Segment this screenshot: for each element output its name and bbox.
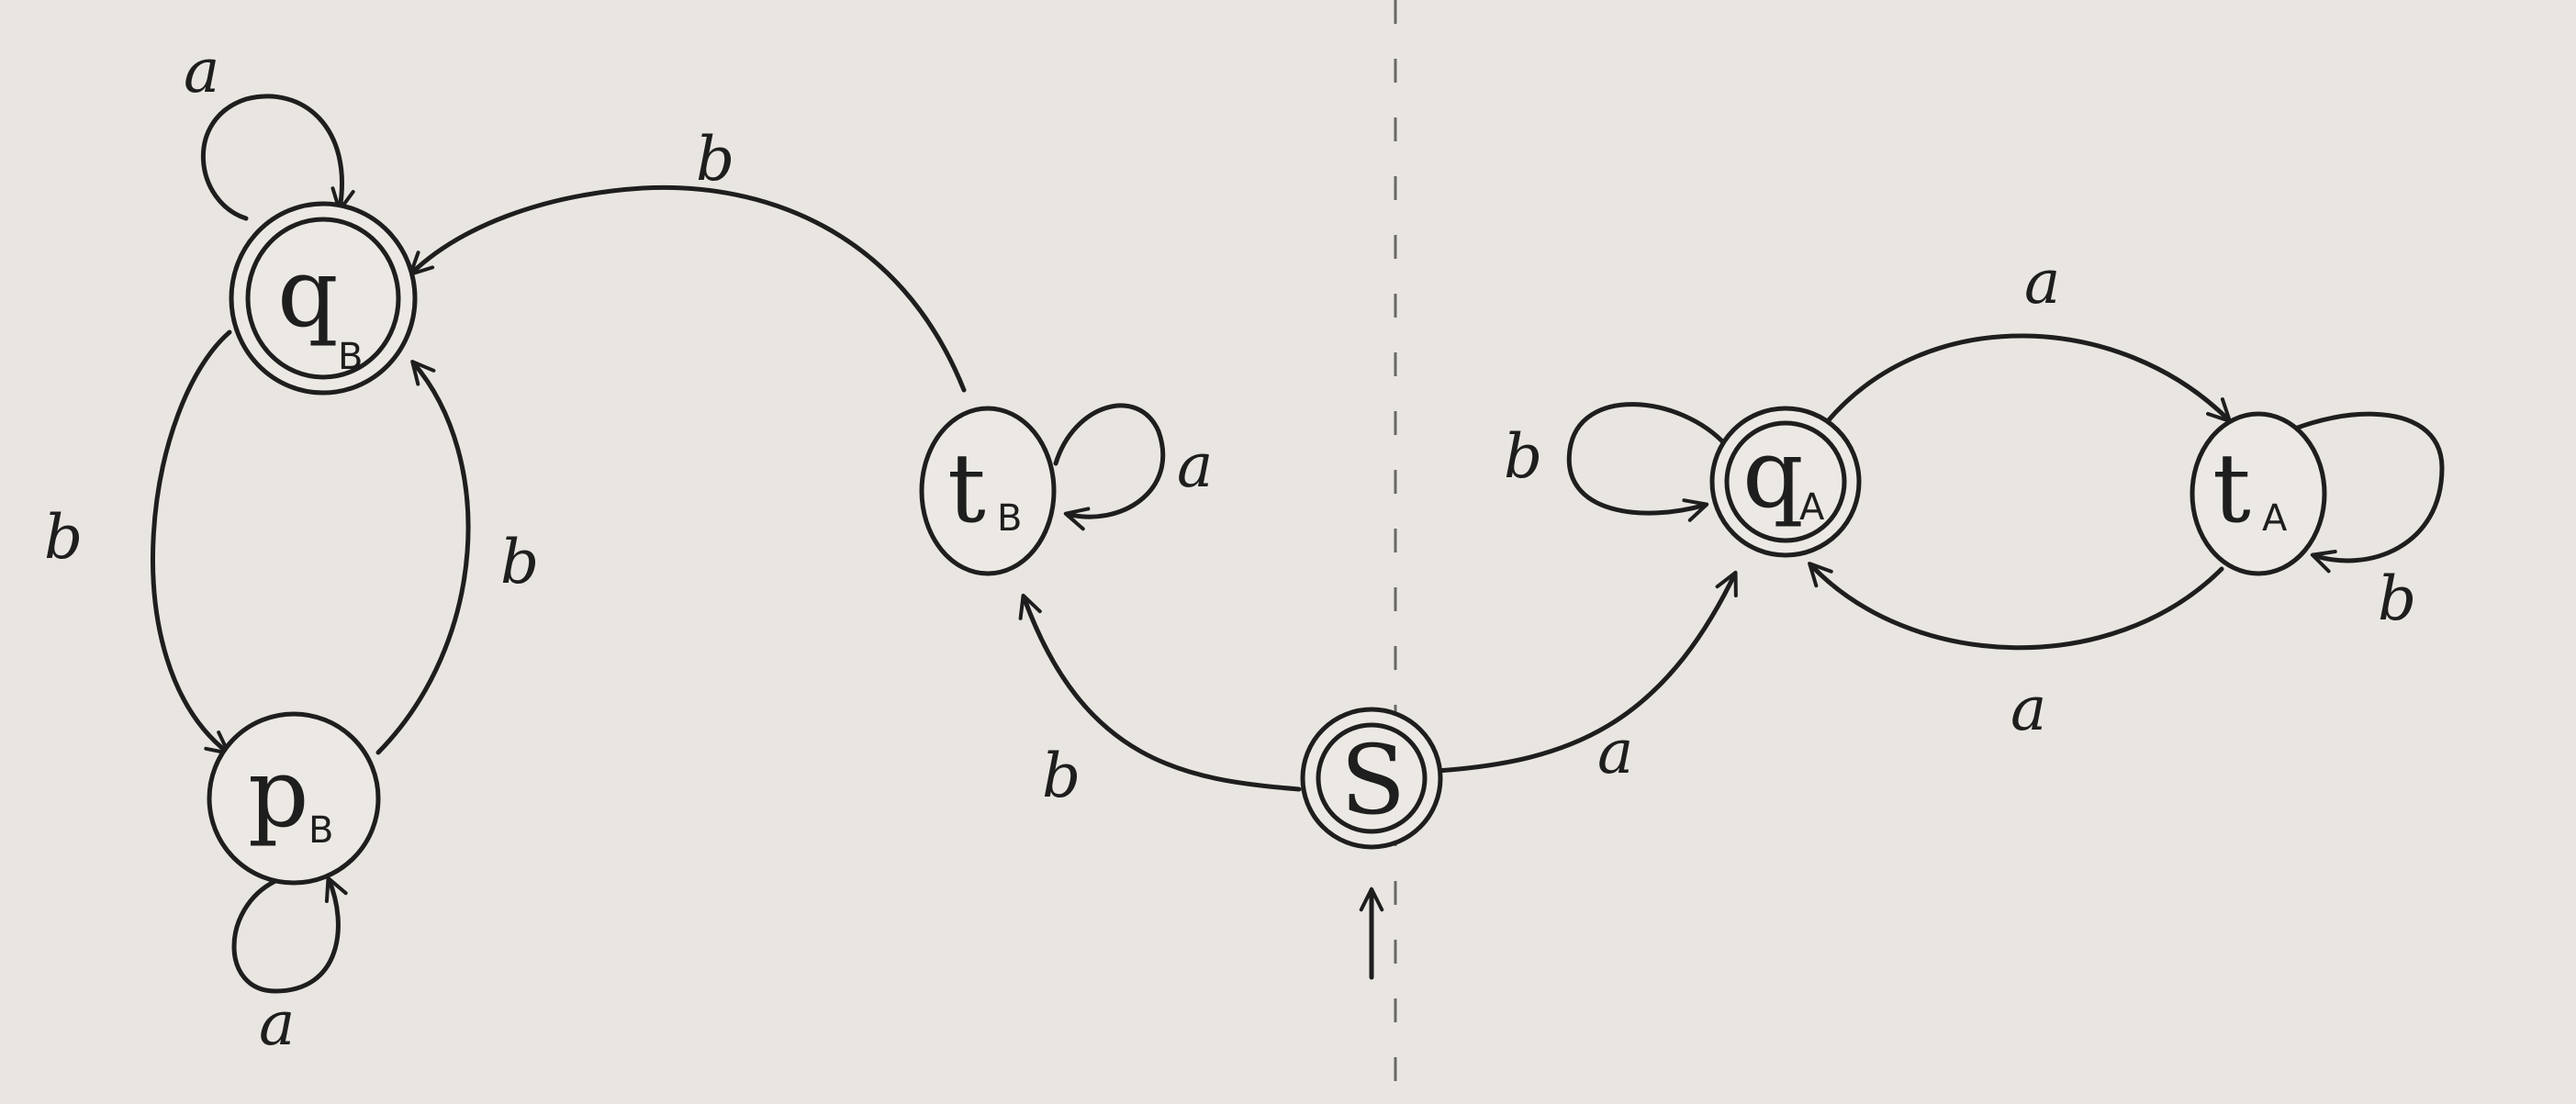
label-S-qA: a: [1597, 717, 1633, 787]
state-qB-subscript: B: [338, 336, 363, 378]
transitions: [151, 94, 2445, 994]
edge-tB-tB: [1053, 403, 1166, 531]
edge-tB-qB: [409, 184, 967, 393]
state-tB-label: t: [947, 432, 986, 544]
label-qB-qB: a: [184, 36, 219, 106]
edge-qA-tA: [1824, 333, 2232, 425]
edge-qB-qB: [200, 94, 355, 221]
edge-pB-qB: [375, 360, 471, 755]
label-S-tB: b: [1042, 741, 1081, 811]
label-qA-qA: b: [1504, 421, 1542, 492]
state-qA: q A: [1709, 406, 1862, 558]
state-S: S: [1300, 707, 1443, 850]
state-qA-subscript: A: [1799, 486, 1825, 529]
state-qB-label: q: [277, 237, 339, 349]
edge-S-tB: [1018, 593, 1302, 792]
edge-S-qA: [1434, 570, 1738, 774]
label-pB-pB: a: [259, 988, 295, 1059]
label-tB-qB: b: [696, 124, 734, 195]
edge-qB-pB: [151, 329, 232, 755]
state-tA-subscript: A: [2262, 497, 2288, 540]
edge-pB-pB: [231, 875, 348, 994]
transition-labels: a b b a b a b a b a a b: [44, 36, 2416, 1059]
edge-tA-tA: [2251, 411, 2445, 574]
label-tA-tA: b: [2378, 563, 2416, 634]
state-tB-subscript: B: [997, 497, 1022, 540]
label-tB-tB: a: [1177, 430, 1213, 501]
state-tB: t B: [919, 406, 1057, 576]
state-S-label: S: [1340, 724, 1406, 836]
state-qA-label: q: [1742, 418, 1804, 530]
label-qA-tA: a: [2024, 247, 2060, 318]
edge-tA-qA: [1808, 562, 2224, 651]
state-tA-label: t: [2212, 432, 2251, 544]
state-qB: q B: [229, 201, 418, 396]
state-pB-subscript: B: [308, 809, 333, 852]
label-qB-pB: b: [44, 502, 83, 573]
label-pB-qB: b: [500, 527, 539, 597]
states: q B p B t B S q A: [207, 201, 2327, 886]
state-pB: p B: [207, 711, 381, 886]
edge-qA-qA: [1566, 402, 1729, 522]
label-tA-qA: a: [2010, 674, 2046, 744]
state-tA: t A: [2190, 411, 2327, 576]
state-pB-label: p: [248, 737, 309, 849]
